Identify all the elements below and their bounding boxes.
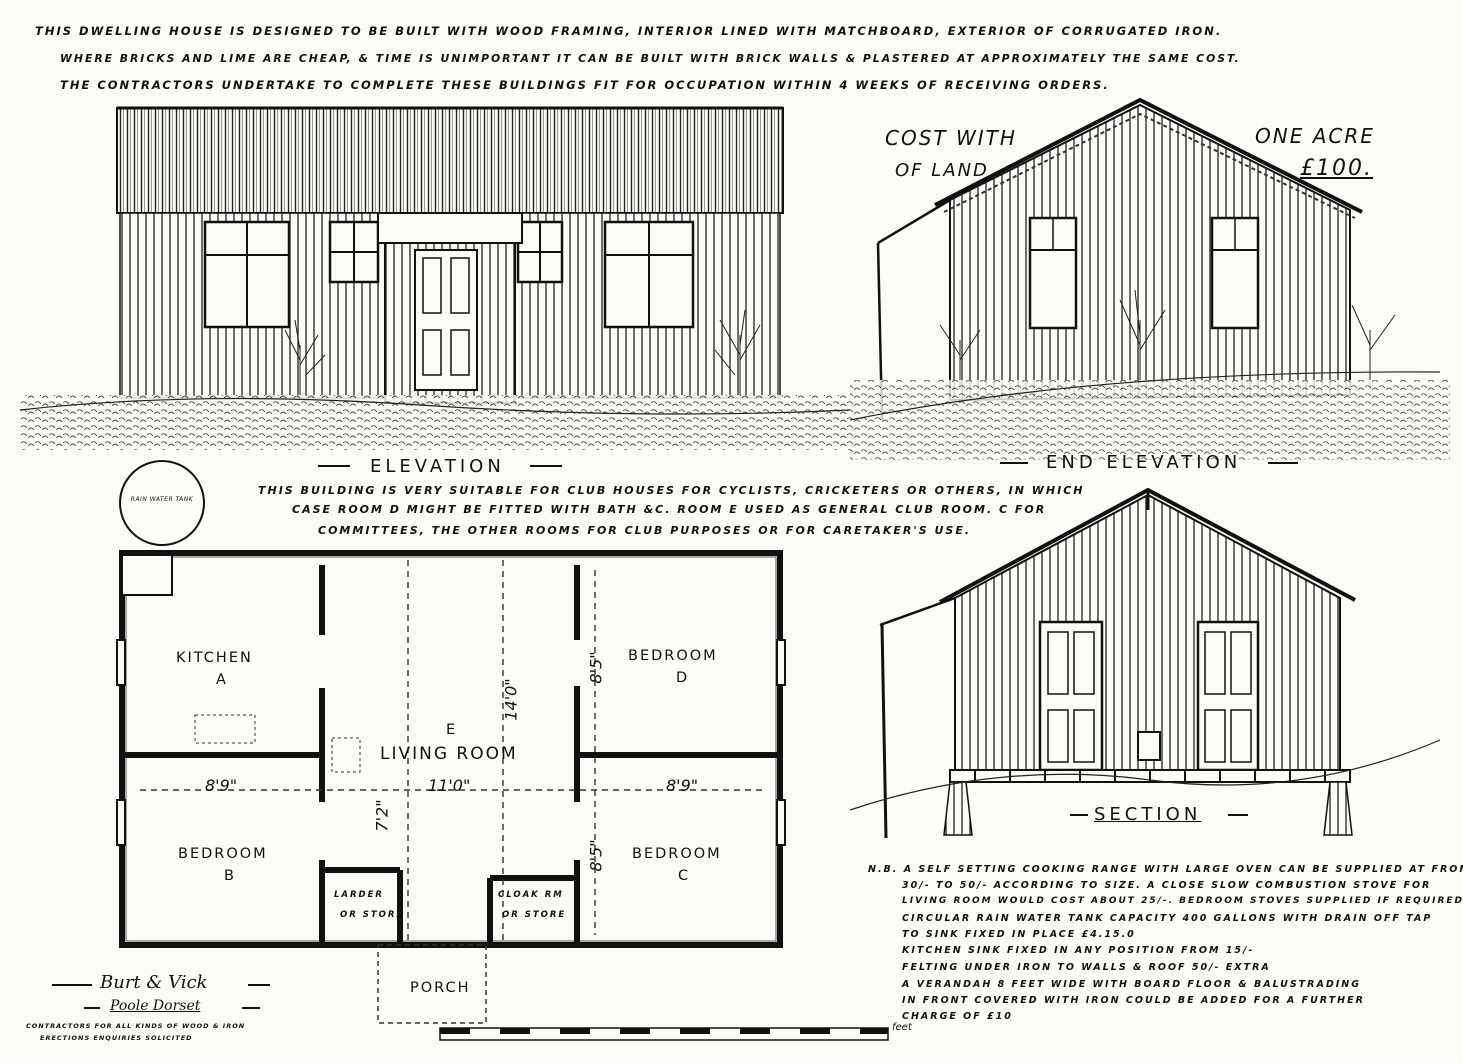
maker-description-1: Contractors for all kinds of Wood & Iron xyxy=(26,1022,246,1030)
note-line-10: charge of £10 xyxy=(902,1011,1013,1022)
ground-plan xyxy=(116,460,786,1024)
elevation-caption: Elevation xyxy=(370,456,505,477)
front-elevation xyxy=(19,106,851,450)
bedroom-d-label: Bedroom xyxy=(628,648,718,664)
dimension-center-width: 11'0" xyxy=(428,776,471,795)
club-note-2: case Room D might be fitted with Bath &c… xyxy=(292,503,1047,516)
dimension-upper-room: 8'5" xyxy=(586,651,606,684)
rain-water-tank xyxy=(119,460,205,546)
living-room-letter: E xyxy=(446,722,458,738)
dimension-lower-room: 8'5" xyxy=(586,839,606,872)
note-line-4: Circular rain water tank capacity 400 ga… xyxy=(902,913,1433,924)
interior-walls xyxy=(122,565,780,945)
header-line-2: Where Bricks and Lime are cheap, & time … xyxy=(60,52,1241,65)
porch-label: Porch xyxy=(410,980,471,996)
dimension-depth: 14'0" xyxy=(501,678,521,721)
bedroom-b-letter: B xyxy=(224,868,236,884)
note-line-1: N.B. A self setting cooking range with l… xyxy=(868,864,1463,875)
maker-place: Poole Dorset xyxy=(110,998,201,1014)
maker-name: Burt & Vick xyxy=(100,972,208,993)
club-note-1: This Building is very suitable for Club … xyxy=(258,484,1085,497)
bedroom-c-label: Bedroom xyxy=(632,846,722,862)
kitchen-letter: A xyxy=(216,672,228,688)
note-line-2: 30/- to 50/- according to size. A close … xyxy=(902,880,1432,891)
tank-label: Rain Water Tank xyxy=(130,496,194,503)
note-line-5: to sink fixed in place £4.15.0 xyxy=(902,929,1136,940)
cost-label-2: of Land xyxy=(895,160,989,181)
cloak-room-label: Cloak Rm xyxy=(498,890,564,900)
dimension-left-width: 8'9" xyxy=(205,776,238,795)
front-shrubs xyxy=(284,309,761,395)
header-line-1: This Dwelling House is designed to be bu… xyxy=(35,24,1223,38)
larder-label: Larder xyxy=(334,890,384,900)
cost-label-3: One Acre xyxy=(1255,124,1375,148)
larder-label-2: or Store xyxy=(340,910,405,920)
cloak-room-label-2: or Store xyxy=(502,910,567,920)
scale-unit-label: feet xyxy=(892,1022,912,1033)
section-drawing xyxy=(849,487,1441,839)
note-line-3: Living Room would cost about 25/-. Bedro… xyxy=(902,896,1463,906)
header-line-3: The Contractors undertake to complete th… xyxy=(60,78,1110,92)
dimension-passage: 7'2" xyxy=(372,799,392,832)
note-line-8: A verandah 8 feet wide with board floor … xyxy=(902,979,1361,990)
end-elevation xyxy=(849,97,1450,460)
kitchen-label: Kitchen xyxy=(176,650,253,666)
note-line-6: Kitchen sink fixed in any position from … xyxy=(902,945,1255,956)
maker-description-2: Erections Enquiries solicited xyxy=(40,1034,193,1042)
note-line-9: in front covered with iron could be adde… xyxy=(902,995,1365,1006)
section-caption: Section xyxy=(1094,804,1202,825)
end-elevation-caption: End Elevation xyxy=(1046,452,1242,473)
bedroom-b-label: Bedroom xyxy=(178,846,268,862)
club-note-3: Committees, the other rooms for club pur… xyxy=(318,524,972,537)
dimension-right-width: 8'9" xyxy=(666,776,699,795)
note-line-7: Felting under iron to walls & roof 50/- … xyxy=(902,962,1271,973)
bedroom-d-letter: D xyxy=(676,670,690,686)
living-room-label: Living Room xyxy=(380,744,518,764)
price-label: £100. xyxy=(1300,156,1373,181)
front-porch xyxy=(377,212,523,404)
section-doors xyxy=(1038,620,1260,772)
bedroom-c-letter: C xyxy=(678,868,691,884)
scale-bar xyxy=(439,1027,889,1041)
cost-label-1: Cost with xyxy=(885,126,1017,150)
